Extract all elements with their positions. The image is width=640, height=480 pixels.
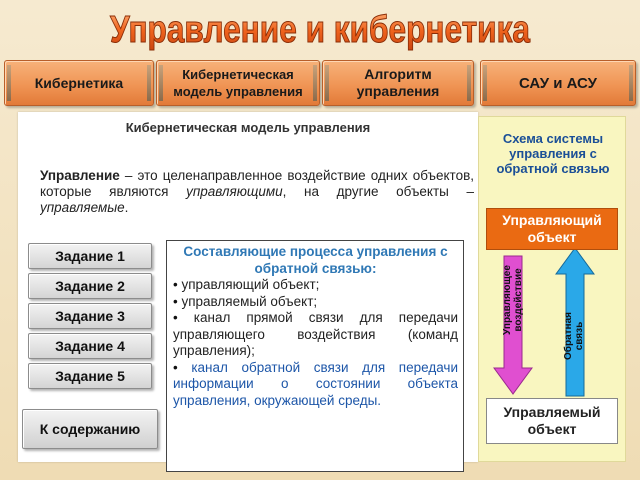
definition-italic1: управляющими [186, 184, 283, 199]
tab-sau-asu[interactable]: САУ и АСУ [480, 60, 636, 106]
bullet-icon: • [173, 310, 194, 325]
popup-item-controlling: • управляющий объект; [173, 277, 458, 294]
popup-item-text: канал прямой связи для передачи управляю… [173, 310, 458, 358]
components-popup: Составляющие процесса управления с обрат… [166, 240, 464, 472]
definition-text: Управление – это целенаправленное воздей… [40, 168, 474, 236]
control-action-label: Управляющее воздействие [502, 265, 524, 335]
page-title: Управление и кибернетика [110, 9, 532, 52]
bullet-icon: • [173, 277, 182, 292]
popup-title: Составляющие процесса управления с обрат… [183, 244, 448, 276]
bullet-icon: • [173, 293, 182, 309]
task-2-button[interactable]: Задание 2 [28, 273, 152, 299]
definition-part1: – это целенаправленное воздействие одних… [40, 168, 474, 199]
task-4-button[interactable]: Задание 4 [28, 333, 152, 359]
definition-italic2: управляемые [40, 200, 125, 215]
task-1-button[interactable]: Задание 1 [28, 243, 152, 269]
task-5-button[interactable]: Задание 5 [28, 363, 152, 389]
page-title-text: Управление и кибернетика [110, 9, 531, 51]
scheme-title: Схема системы управления с обратной связ… [496, 131, 610, 176]
popup-item-feedback-channel: • канал обратной связи для передачи инфо… [173, 360, 458, 410]
definition-part2: , на другие объекты – [282, 184, 474, 199]
task-3-button[interactable]: Задание 3 [28, 303, 152, 329]
tab-cybernetics[interactable]: Кибернетика [4, 60, 154, 106]
feedback-label: Обратная связь [563, 312, 585, 360]
bullet-icon: • [173, 359, 192, 375]
scheme-arrows [493, 247, 595, 397]
controlled-object-box: Управляемый объект [486, 398, 618, 444]
popup-item-text: канал обратной связи для передачи информ… [173, 359, 458, 408]
contents-button[interactable]: К содержанию [22, 409, 158, 449]
control-action-arrow-icon [493, 255, 533, 395]
feedback-arrow-icon [555, 247, 595, 397]
popup-item-text: управляющий объект; [181, 277, 320, 292]
popup-item-controlled: • управляемый объект; [173, 294, 458, 311]
popup-item-forward-channel: • канал прямой связи для передачи управл… [173, 310, 458, 360]
popup-item-text: управляемый объект; [181, 293, 318, 309]
definition-part3: . [124, 200, 129, 215]
content-title: Кибернетическая модель управления [125, 120, 371, 135]
tab-cybernetic-model[interactable]: Кибернетическая модель управления [156, 60, 320, 106]
definition-term: Управление [40, 168, 120, 183]
controlling-object-box: Управляющий объект [486, 208, 618, 250]
tab-control-algorithm[interactable]: Алгоритм управления [322, 60, 474, 106]
